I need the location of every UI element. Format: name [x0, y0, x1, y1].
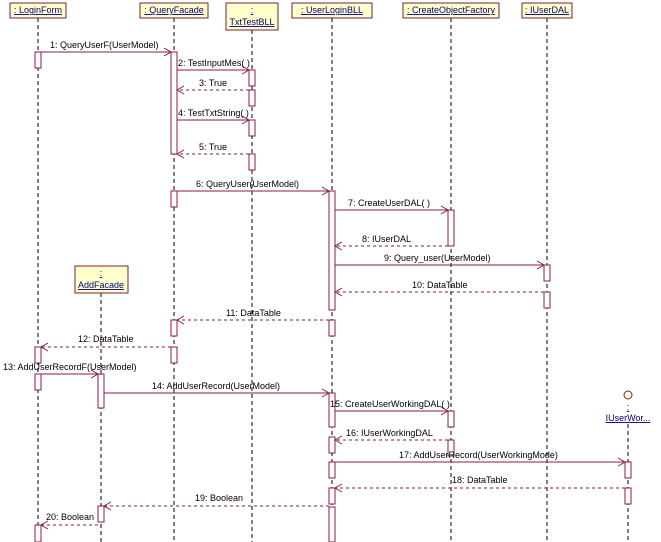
message-20[interactable]: 20: Boolean	[39, 512, 98, 530]
message-12[interactable]: 12: DataTable	[39, 334, 171, 352]
message-9[interactable]: 9: Query_user(UserModel)	[335, 253, 546, 270]
object-iuserdal[interactable]: : IUserDAL	[521, 2, 573, 19]
message-4[interactable]: 4: TestTxtString( )	[177, 108, 251, 125]
object-label: TxtTestBLL	[229, 17, 274, 27]
message-15[interactable]: 15: CreateUserWorkingDAL( )	[330, 399, 450, 416]
object-loginform[interactable]: : LoginForm	[9, 2, 67, 19]
object-label: : QueryFacade	[144, 5, 204, 15]
object-queryfacade[interactable]: : QueryFacade	[139, 2, 209, 19]
message-11[interactable]: 11: DataTable	[175, 308, 329, 325]
message-14[interactable]: 14: AddUserRecord(UserModel)	[104, 381, 331, 398]
message-17[interactable]: 17: AddUserRecord(UserWorkingMode)	[335, 450, 627, 467]
message-label: 12: DataTable	[78, 334, 134, 344]
activation-bar	[447, 410, 455, 428]
message-13[interactable]: 13: AddUserRecordF(UserModel)	[3, 362, 137, 379]
activation-bar	[328, 392, 336, 428]
message-label: 3: True	[199, 78, 227, 88]
activation-bar	[328, 461, 336, 479]
activation-bar	[34, 51, 42, 69]
activation-bar	[543, 291, 551, 309]
activation-bar	[624, 487, 632, 505]
message-16[interactable]: 16: IUserWorkingDAL	[333, 428, 448, 445]
activation-bar	[97, 505, 105, 523]
object-label: :	[627, 402, 630, 412]
object-label: : IUserDAL	[525, 5, 569, 15]
activation-bar	[34, 346, 42, 364]
object-addfacade[interactable]: : AddFacade	[74, 265, 129, 294]
object-iuserworking[interactable]: : IUserWor...	[606, 390, 651, 423]
activation-bar	[170, 346, 178, 364]
object-label: :	[251, 5, 254, 15]
activation-bar	[34, 524, 42, 542]
activation-bar	[447, 209, 455, 247]
message-6[interactable]: 6: QueryUser(UserModel)	[177, 179, 331, 196]
object-label: : UserLoginBLL	[301, 5, 363, 15]
activation-bar	[328, 190, 336, 311]
object-userloginbll[interactable]: : UserLoginBLL	[291, 2, 373, 19]
activation-bar	[447, 439, 455, 457]
message-19[interactable]: 19: Boolean	[102, 493, 329, 511]
message-label: 2: TestInputMes( )	[178, 58, 250, 68]
message-10[interactable]: 10: DataTable	[333, 280, 544, 297]
message-7[interactable]: 7: CreateUserDAL( )	[335, 198, 450, 215]
activation-bar	[543, 264, 551, 282]
message-label: 15: CreateUserWorkingDAL( )	[330, 399, 450, 409]
message-label: 6: QueryUser(UserModel)	[196, 179, 299, 189]
interface-icon	[623, 390, 633, 400]
object-label: IUserWor...	[606, 413, 651, 423]
message-8[interactable]: 8: IUserDAL	[333, 234, 448, 251]
message-label: 4: TestTxtString( )	[178, 108, 249, 118]
activation-bar	[170, 190, 178, 208]
activation-bar	[328, 436, 336, 454]
activation-bar	[34, 373, 42, 391]
activation-bar	[328, 506, 336, 542]
message-label: 8: IUserDAL	[362, 234, 411, 244]
message-label: 5: True	[199, 142, 227, 152]
message-label: 1: QueryUserF(UserModel)	[50, 40, 159, 50]
message-label: 13: AddUserRecordF(UserModel)	[3, 362, 137, 372]
activation-bar	[248, 119, 256, 137]
message-3[interactable]: 3: True	[175, 78, 249, 95]
message-2[interactable]: 2: TestInputMes( )	[177, 58, 251, 75]
message-label: 9: Query_user(UserModel)	[384, 253, 491, 263]
object-label: AddFacade	[78, 280, 124, 290]
message-1[interactable]: 1: QueryUserF(UserModel)	[41, 40, 173, 57]
message-label: 18: DataTable	[452, 475, 508, 485]
message-label: 11: DataTable	[226, 308, 281, 318]
message-5[interactable]: 5: True	[175, 142, 249, 159]
activation-bar	[248, 69, 256, 87]
activation-bar	[170, 51, 178, 155]
activation-bar	[97, 373, 105, 409]
object-txttestbll[interactable]: : TxtTestBLL	[225, 2, 279, 31]
object-label: : LoginForm	[14, 5, 62, 15]
activation-bar	[328, 487, 336, 505]
message-18[interactable]: 18: DataTable	[333, 475, 625, 493]
object-createobjectfactory[interactable]: : CreateObjectFactory	[402, 2, 500, 19]
message-label: 7: CreateUserDAL( )	[348, 198, 430, 208]
message-label: 14: AddUserRecord(UserModel)	[152, 381, 280, 391]
activation-bar	[248, 153, 256, 171]
message-label: 10: DataTable	[412, 280, 468, 290]
activation-bar	[170, 319, 178, 337]
message-label: 19: Boolean	[195, 493, 243, 503]
message-label: 16: IUserWorkingDAL	[346, 428, 433, 438]
activation-bar	[328, 319, 336, 337]
message-label: 20: Boolean	[46, 512, 94, 522]
activation-bar	[248, 89, 256, 107]
object-label: :	[100, 268, 103, 278]
object-label: : CreateObjectFactory	[407, 5, 496, 15]
activation-bar	[624, 461, 632, 479]
message-label: 17: AddUserRecord(UserWorkingMode)	[399, 450, 558, 460]
